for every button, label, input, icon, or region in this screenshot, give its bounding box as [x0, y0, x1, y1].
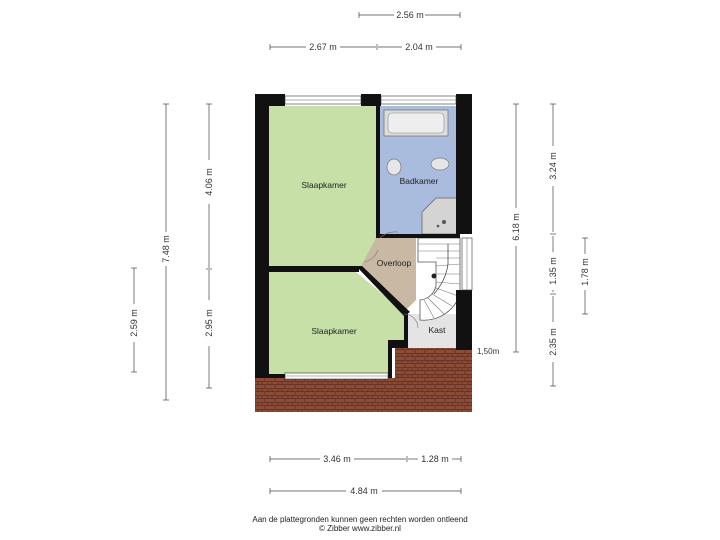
dimension-lines	[131, 12, 588, 494]
footer-disclaimer: Aan de plattegronden kunnen geen rechten…	[252, 515, 468, 524]
dim-top-overall: 2.56 m	[396, 10, 424, 20]
dim-left-lower: 2.95 m	[204, 309, 214, 337]
toilet	[386, 158, 402, 176]
closet-fill	[408, 314, 458, 348]
room-label-landing: Overloop	[377, 258, 412, 268]
room-label-bathroom: Badkamer	[400, 176, 439, 186]
roof-tiles-side	[395, 347, 472, 381]
dim-bottom-overall: 4.84 m	[350, 486, 378, 496]
top-bedroom-fill	[269, 106, 376, 266]
dim-top-right: 2.04 m	[405, 42, 433, 52]
dim-top-left: 2.67 m	[309, 42, 337, 52]
room-label-bottom-bedroom: Slaapkamer	[311, 326, 357, 336]
roof-tiles-bottom	[255, 378, 472, 412]
dim-bottom-left: 3.46 m	[323, 454, 351, 464]
room-label-closet: Kast	[428, 325, 446, 335]
dim-right-overall: 6.18 m	[511, 213, 521, 241]
dim-right-lower: 2.35 m	[548, 328, 558, 356]
staircase	[417, 237, 461, 321]
room-label-top-bedroom: Slaapkamer	[301, 180, 347, 190]
footer-copyright: © Zibber www.zibber.nl	[319, 524, 401, 533]
dim-left-outer-lower: 2.59 m	[129, 309, 139, 337]
dim-right-upper: 3.24 m	[548, 152, 558, 180]
dim-bottom-right: 1.28 m	[421, 454, 449, 464]
dim-right-outer: 1.78 m	[580, 258, 590, 286]
dim-left-upper: 4.06 m	[204, 168, 214, 196]
bottom-bedroom-fill	[269, 272, 404, 374]
dim-right-mid: 1.35 m	[548, 257, 558, 285]
dim-left-overall: 7.48 m	[161, 235, 171, 263]
doors	[363, 231, 419, 329]
sink	[430, 157, 450, 171]
dim-closet-width: 1,50m	[477, 347, 500, 356]
